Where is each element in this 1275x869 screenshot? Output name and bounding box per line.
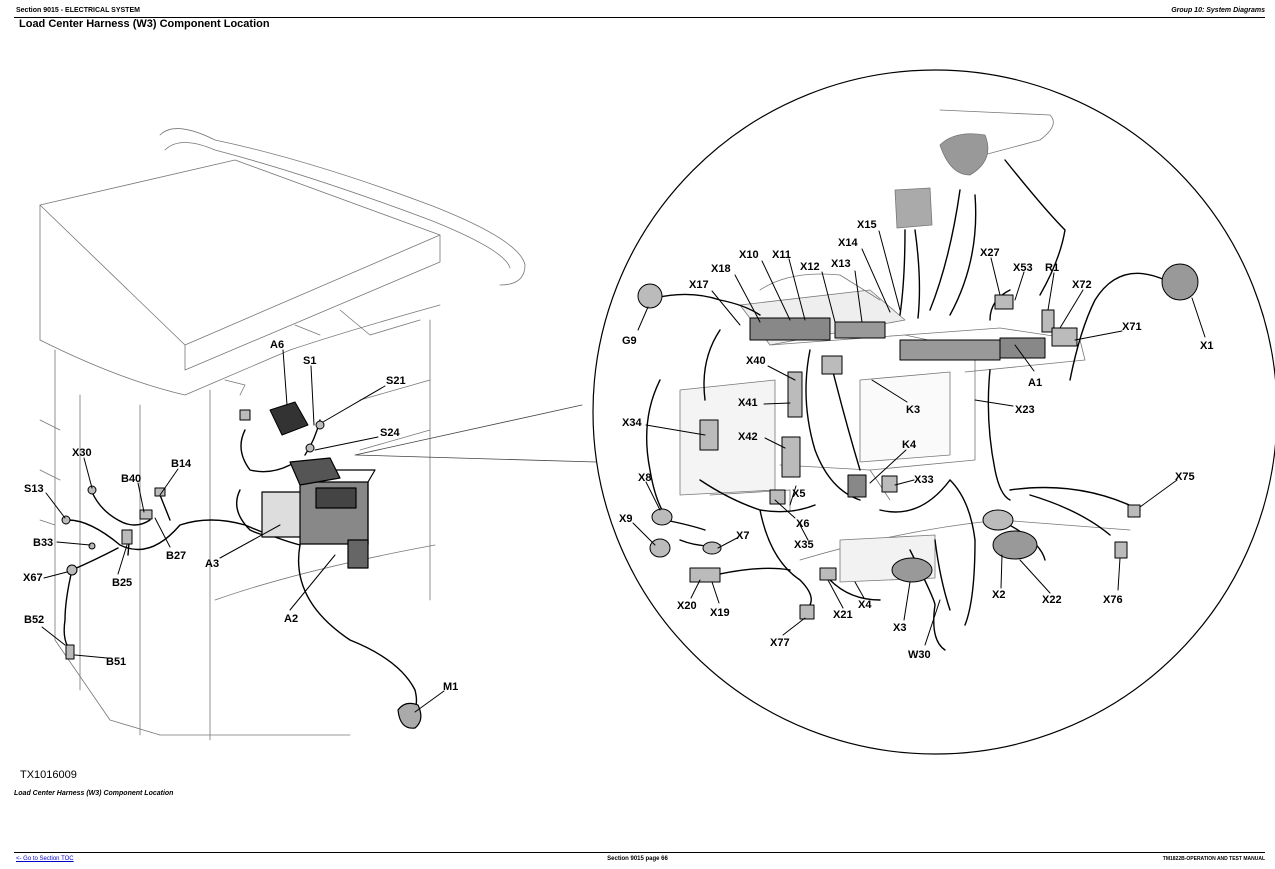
label-x1: X1 xyxy=(1200,340,1213,352)
label-x42: X42 xyxy=(738,431,758,443)
label-x4: X4 xyxy=(858,599,872,611)
harness-right xyxy=(646,159,1166,651)
label-a6: A6 xyxy=(270,339,284,351)
toc-link[interactable]: <- Go to Section TOC xyxy=(16,856,74,862)
label-x9: X9 xyxy=(619,513,632,525)
label-x17: X17 xyxy=(689,279,709,291)
label-x21: X21 xyxy=(833,609,853,621)
figure-caption: Load Center Harness (W3) Component Locat… xyxy=(14,790,174,797)
leaders-left xyxy=(41,349,445,713)
label-x12: X12 xyxy=(800,261,820,273)
label-x2: X2 xyxy=(992,589,1005,601)
label-b27: B27 xyxy=(166,550,186,562)
label-x33: X33 xyxy=(914,474,934,486)
label-x72: X72 xyxy=(1072,279,1092,291)
label-x6: X6 xyxy=(796,518,809,530)
label-a2: A2 xyxy=(284,613,298,625)
label-b33: B33 xyxy=(33,537,53,549)
label-w30: W30 xyxy=(908,649,931,661)
connectors-right xyxy=(637,263,1199,620)
label-k3: K3 xyxy=(906,404,920,416)
label-x14: X14 xyxy=(838,237,858,249)
label-b40: B40 xyxy=(121,473,141,485)
label-g9: G9 xyxy=(622,335,637,347)
label-x27: X27 xyxy=(980,247,1000,259)
label-a3: A3 xyxy=(205,558,219,570)
label-b52: B52 xyxy=(24,614,44,626)
detail-pointer xyxy=(354,404,597,463)
header-section: Section 9015 - ELECTRICAL SYSTEM xyxy=(16,7,140,14)
label-x41: X41 xyxy=(738,397,758,409)
label-x15: X15 xyxy=(857,219,877,231)
label-b51: B51 xyxy=(106,656,126,668)
keypad-a6 xyxy=(269,401,309,436)
label-k4: K4 xyxy=(902,439,917,451)
label-x75: X75 xyxy=(1175,471,1195,483)
header-group: Group 10: System Diagrams xyxy=(1171,7,1265,14)
label-x10: X10 xyxy=(739,249,759,261)
label-x13: X13 xyxy=(831,258,851,270)
label-s13: S13 xyxy=(24,483,44,495)
label-s1: S1 xyxy=(303,355,316,367)
connectors-left xyxy=(61,409,325,660)
label-x76: X76 xyxy=(1103,594,1123,606)
label-x7: X7 xyxy=(736,530,749,542)
label-x8: X8 xyxy=(638,472,651,484)
label-x18: X18 xyxy=(711,263,731,275)
label-x19: X19 xyxy=(710,607,730,619)
label-x22: X22 xyxy=(1042,594,1062,606)
label-x23: X23 xyxy=(1015,404,1035,416)
cab-outline xyxy=(39,128,526,741)
label-r1: R1 xyxy=(1045,262,1059,274)
manual-name: TM1822B-OPERATION AND TEST MANUAL xyxy=(1162,856,1265,862)
label-b14: B14 xyxy=(171,458,192,470)
label-x5: X5 xyxy=(792,488,805,500)
motor-m1 xyxy=(397,702,422,729)
controller-a2-a3 xyxy=(261,457,376,569)
detail-circle xyxy=(592,69,1275,755)
label-m1: M1 xyxy=(443,681,458,693)
label-x67: X67 xyxy=(23,572,43,584)
figure-id: TX1016009 xyxy=(20,769,77,781)
label-x30: X30 xyxy=(72,447,92,459)
label-x35: X35 xyxy=(794,539,814,551)
label-s21: S21 xyxy=(386,375,406,387)
label-x77: X77 xyxy=(770,637,790,649)
leaders-right xyxy=(632,230,1206,646)
label-a1: A1 xyxy=(1028,377,1042,389)
label-x11: X11 xyxy=(772,249,791,261)
label-x71: X71 xyxy=(1122,321,1142,333)
header-rule xyxy=(14,17,1265,18)
page-number: Section 9015 page 66 xyxy=(607,856,668,862)
label-s24: S24 xyxy=(380,427,400,439)
label-x53: X53 xyxy=(1013,262,1033,274)
page-title: Load Center Harness (W3) Component Locat… xyxy=(19,18,270,30)
label-b25: B25 xyxy=(112,577,132,589)
callout-labels: A6 S1 S21 S24 X30 B14 S13 B40 B33 B27 A3… xyxy=(23,219,1213,693)
label-x20: X20 xyxy=(677,600,697,612)
label-x40: X40 xyxy=(746,355,766,367)
label-x3: X3 xyxy=(893,622,906,634)
footer-rule xyxy=(14,852,1265,853)
label-x34: X34 xyxy=(622,417,642,429)
